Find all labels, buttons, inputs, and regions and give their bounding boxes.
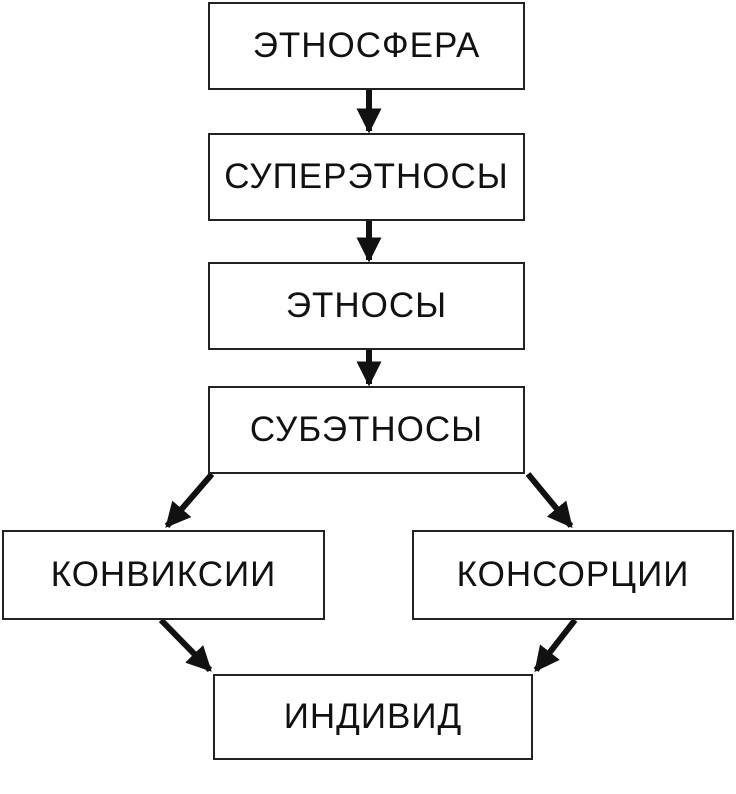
arrow-subetnosy-to-konsortsii [525,472,574,528]
node-konviksii-label: КОНВИКСИИ [50,555,277,594]
node-subetnosy-label: СУБЭТНОСЫ [249,410,484,449]
node-etnosy-label: ЭТНОСЫ [285,286,448,325]
arrow-konsortsii-to-individ [533,618,578,672]
node-konsortsii-label: КОНСОРЦИИ [456,555,690,594]
node-konsortsii: КОНСОРЦИИ [412,530,734,620]
node-etnosfera: ЭТНОСФЕРА [208,2,525,90]
node-etnosy: ЭТНОСЫ [208,262,525,350]
node-individ-label: ИНДИВИД [283,697,463,736]
arrow-subetnosy-to-konviksii [164,472,215,528]
node-subetnosy: СУБЭТНОСЫ [208,386,525,474]
node-konviksii: КОНВИКСИИ [2,530,325,620]
arrow-konviksii-to-individ [158,617,213,673]
node-superetnosy: СУПЕРЭТНОСЫ [208,133,525,221]
node-etnosfera-label: ЭТНОСФЕРА [252,26,481,65]
node-superetnosy-label: СУПЕРЭТНОСЫ [224,157,509,196]
node-individ: ИНДИВИД [213,674,533,760]
